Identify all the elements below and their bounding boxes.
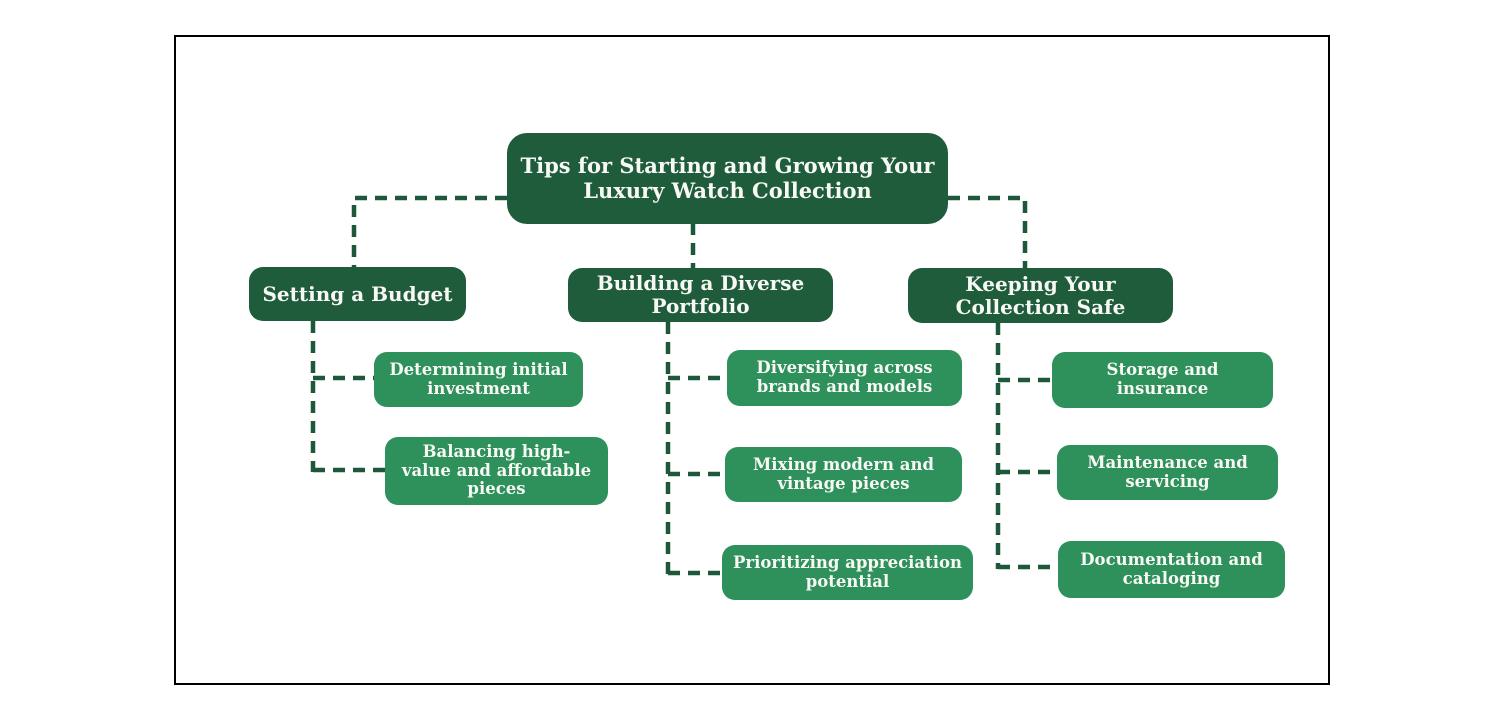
child-node-balancing-high-value-affordable: Balancing high- value and affordable pie… [385,437,608,505]
branch-node-keeping-collection-safe: Keeping Your Collection Safe [908,268,1173,323]
child-node-determining-initial-investment: Determining initial investment [374,352,583,407]
child-node-prioritizing-appreciation: Prioritizing appreciation potential [722,545,973,600]
child-node-mixing-modern-vintage: Mixing modern and vintage pieces [725,447,962,502]
branch-node-setting-a-budget: Setting a Budget [249,267,466,321]
child-node-diversifying-brands-models: Diversifying across brands and models [727,350,962,406]
child-node-documentation-cataloging: Documentation and cataloging [1058,541,1285,598]
root-node-tips-title: Tips for Starting and Growing Your Luxur… [507,133,948,224]
child-node-maintenance-servicing: Maintenance and servicing [1057,445,1278,500]
branch-node-building-diverse-portfolio: Building a Diverse Portfolio [568,268,833,322]
child-node-storage-insurance: Storage and insurance [1052,352,1273,408]
